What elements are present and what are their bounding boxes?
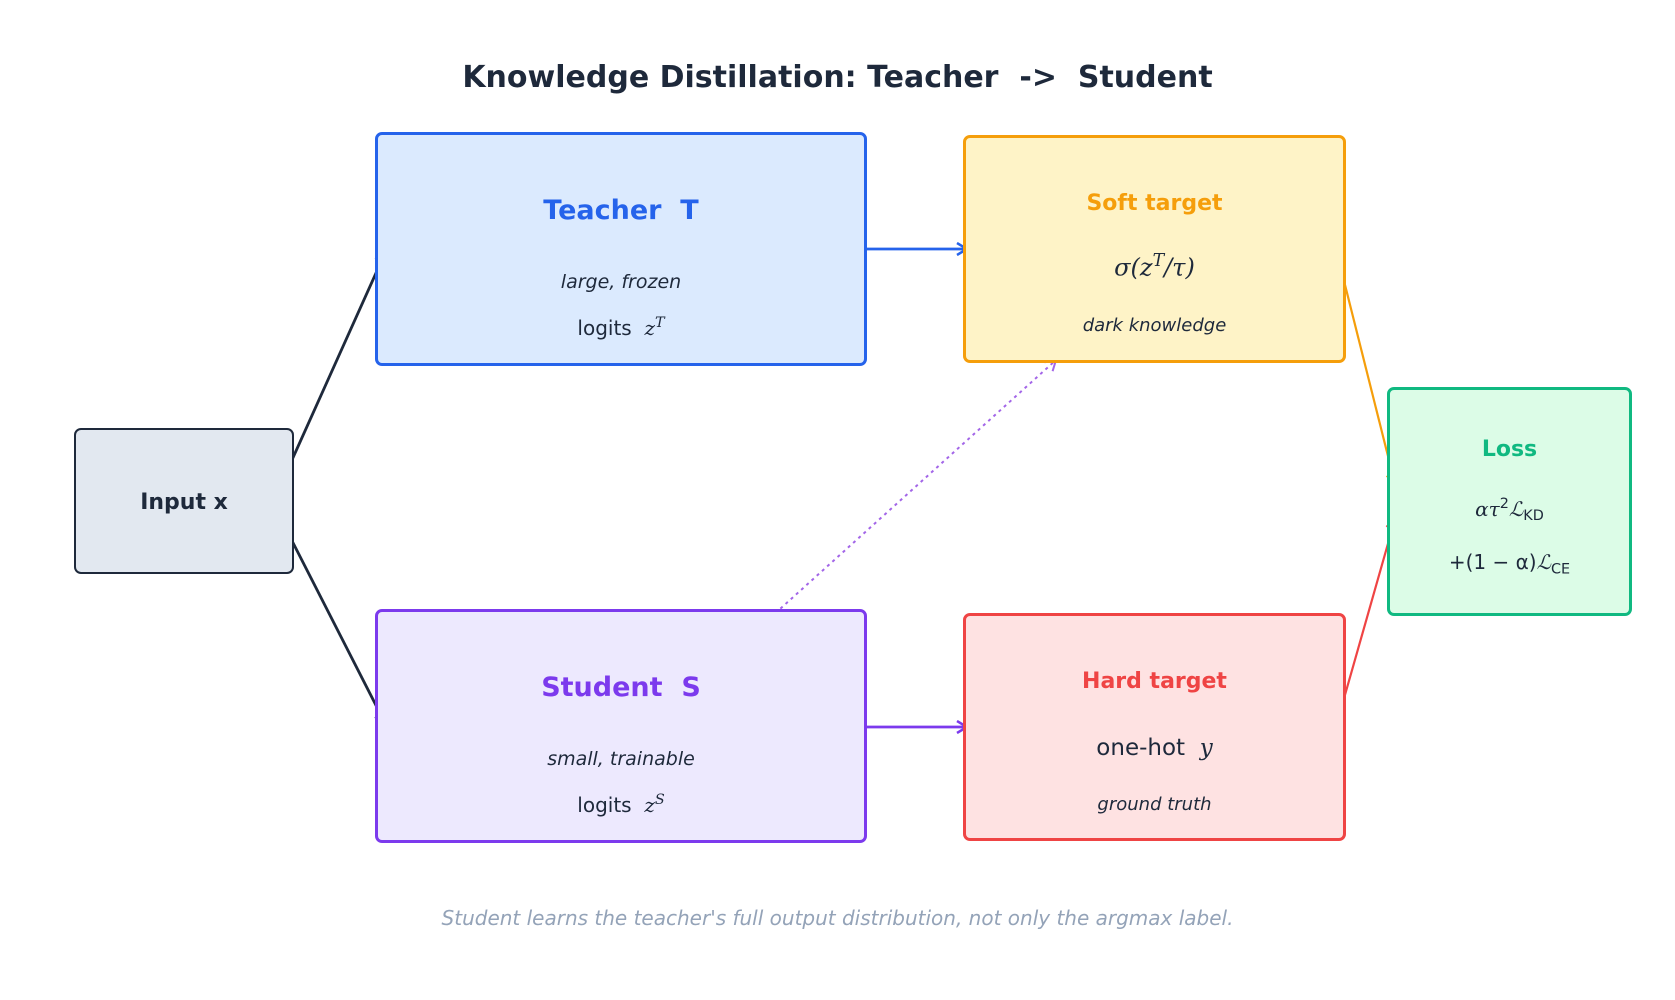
hard-target-var: y (1199, 735, 1213, 761)
arrow-student-to-soft-dotted (769, 358, 1058, 619)
loss-box: Loss ατ2ℒKD +(1 − α)ℒCE (1387, 387, 1632, 616)
loss-term2-sub: CE (1551, 561, 1571, 578)
arrow-input-to-teacher (285, 253, 385, 472)
diagram-caption: Student learns the teacher's full output… (441, 906, 1234, 930)
student-logits-var: z (644, 792, 655, 817)
student-logits-sup: S (654, 792, 665, 808)
teacher-logits-sup: T (654, 315, 665, 331)
hard-target-description: ground truth (1097, 794, 1212, 815)
soft-target-box: Soft target σ(zT/τ) dark knowledge (963, 135, 1346, 363)
student-logits-label: logits (577, 792, 632, 817)
hard-target-name: Hard target (1082, 669, 1227, 694)
hard-target-label: one-hot (1096, 735, 1186, 761)
soft-target-description: dark knowledge (1082, 315, 1227, 336)
input-label: Input x (140, 490, 228, 515)
soft-target-formula-rest: /τ) (1164, 253, 1195, 282)
soft-target-formula-z: z (1139, 253, 1153, 282)
loss-term2-coef: +(1 − α) (1448, 550, 1537, 574)
teacher-logits: logits zT (378, 315, 864, 340)
student-box: Student S small, trainable logits zS (375, 609, 867, 843)
student-description: small, trainable (547, 748, 695, 770)
student-name: Student S (541, 672, 701, 703)
input-box: Input x (74, 428, 294, 574)
loss-term1-pow: 2 (1499, 496, 1509, 512)
loss-term2-L: ℒ (1536, 550, 1551, 574)
teacher-name: Teacher T (543, 195, 699, 226)
loss-term-kd: ατ2ℒKD (1390, 496, 1629, 524)
loss-term-ce: +(1 − α)ℒCE (1390, 550, 1629, 577)
diagram-title: Knowledge Distillation: Teacher -> Stude… (462, 60, 1213, 95)
loss-term1-coef: ατ (1475, 496, 1500, 521)
teacher-description: large, frozen (560, 271, 682, 293)
soft-target-formula: σ(zT/τ) (966, 251, 1343, 282)
student-logits: logits zS (378, 792, 864, 817)
soft-target-formula-sigma: σ( (1114, 253, 1140, 282)
teacher-logits-var: z (644, 315, 655, 340)
soft-target-formula-sup: T (1152, 251, 1165, 271)
soft-target-name: Soft target (1086, 191, 1223, 216)
loss-term1-L: ℒ (1508, 496, 1524, 521)
teacher-box: Teacher T large, frozen logits zT (375, 132, 867, 366)
hard-target-formula: one-hot y (966, 735, 1343, 761)
teacher-logits-label: logits (577, 315, 632, 340)
loss-term1-sub: KD (1523, 508, 1544, 525)
loss-name: Loss (1481, 437, 1538, 462)
hard-target-box: Hard target one-hot y ground truth (963, 613, 1346, 841)
arrow-input-to-student (285, 530, 385, 723)
